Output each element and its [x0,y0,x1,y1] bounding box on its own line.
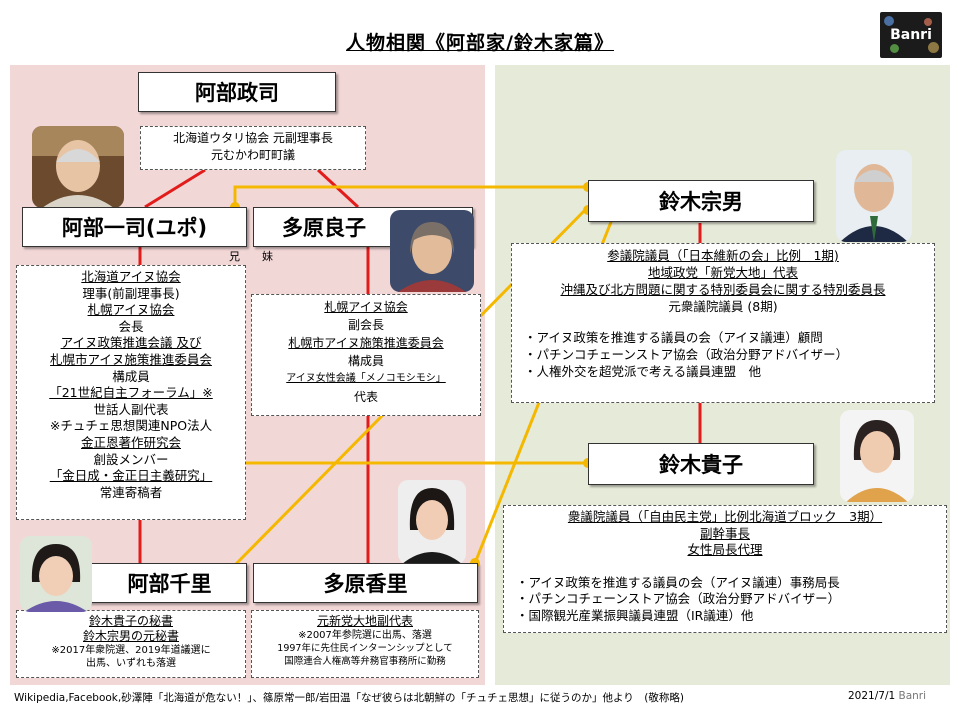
portrait-photo-icon [32,126,124,208]
portrait-photo-icon [20,536,92,612]
suzuki-takako-roles: 衆議院議員（「自由民主党」比例北海道ブロック 3期） 副幹事長 女性局長代理 ・… [503,505,947,633]
person-suzuki-muneo: 鈴木宗男 [588,180,814,222]
role-line: 会長 [118,318,144,334]
role-line: 地域政党「新党大地」代表 [647,265,798,280]
tahara-kaori-photo [398,480,466,564]
person-tahara-kaori: 多原香里 [253,563,478,603]
info-line: 鈴木宗男の元秘書 [82,629,179,643]
portrait-photo-icon [836,150,912,242]
suzuki-muneo-roles: 参議院議員（「日本維新の会」比例 1期) 地域政党「新党大地」代表 沖縄及び北方… [511,243,935,403]
info-line: ※2007年参院選に出馬、落選 [298,630,432,641]
info-line: 出馬、いずれも落選 [86,658,176,669]
abe-chisato-photo [20,536,92,612]
role-line: 沖縄及び北方問題に関する特別委員会に関する特別委員長 [560,282,886,297]
role-line: アイヌ政策推進会議 及び [60,335,202,351]
person-name: 鈴木宗男 [659,190,743,214]
tahara-ryoko-photo [390,210,474,292]
bullet-line: ・国際観光産業振興議員連盟（IR議連）他 [516,607,754,623]
page-title: 人物相関《阿部家/鈴木家篇》 [346,32,614,54]
role-line: 常連寄稿者 [99,484,163,500]
role-line: 構成員 [112,368,150,384]
person-name: 阿部一司(ユポ) [61,216,208,240]
suzuki-takako-photo [840,410,914,502]
portrait-photo-icon [390,210,474,292]
role-line: 副会長 [347,318,384,332]
footer-source: Wikipedia,Facebook,砂澤陣「北海道が危ない！」、篠原常一郎/岩… [14,692,684,704]
logo-text: Banri [890,27,932,43]
tahara-kaori-info: 元新党大地副代表 ※2007年参院選に出馬、落選 1997年に先住民インターンシ… [251,610,479,678]
role-line: 副幹事長 [699,525,750,541]
role-line: 理事(前副理事長) [82,285,180,301]
person-name: 阿部政司 [195,81,279,105]
portrait-photo-icon [398,480,466,564]
sibling-label-younger: 妹 [262,250,273,263]
role-line: ※チュチェ思想関連NPO法人 [49,418,213,434]
role-line: 代表 [353,390,378,404]
info-line: 北海道ウタリ協会 元副理事長 [173,131,333,145]
role-line: 金正恩著作研究会 [80,434,181,450]
bullet-line: ・アイヌ政策を推進する議員の会（アイヌ議連）顧問 [524,330,823,345]
person-suzuki-takako: 鈴木貴子 [588,443,814,485]
info-line: 1997年に先住民インターンシップとして [277,643,453,654]
role-line: 札幌市アイヌ施策推進委員会 [288,336,444,350]
role-line: 創設メンバー [93,451,169,467]
bullet-line: ・パチンコチェーンストア協会（政治分野アドバイザー） [516,591,841,606]
role-line: 札幌市アイヌ施策推進委員会 [50,351,212,367]
info-line: 国際連合人権高等弁務官事務所に勤務 [284,656,446,667]
person-name: 鈴木貴子 [659,453,743,477]
person-abe-kazushi: 阿部一司(ユポ) [22,207,247,247]
footer-date: 2021/7/1 [848,690,896,702]
role-line: 世話人副代表 [93,401,169,417]
role-line: アイヌ女性会議「メノコモシモシ」 [286,373,446,384]
role-line: 「21世紀自主フォーラム」※ [49,385,213,401]
banri-logo: Banri [880,12,942,58]
bullet-line: ・アイヌ政策を推進する議員の会（アイヌ議連）事務局長 [516,574,840,590]
abe-chisato-info: 鈴木貴子の秘書 鈴木宗男の元秘書 ※2017年衆院選、2019年道議選に 出馬、… [16,610,246,678]
footer-author: Banri [898,690,927,702]
abe-masashi-info: 北海道ウタリ協会 元副理事長 元むかわ町町議 [140,126,366,170]
role-line: 衆議院議員（「自由民主党」比例北海道ブロック 3期） [567,509,883,524]
tahara-ryoko-roles: 札幌アイヌ協会 副会長 札幌市アイヌ施策推進委員会 構成員 アイヌ女性会議「メノ… [251,294,481,416]
person-abe-masashi: 阿部政司 [138,72,336,112]
bullet-line: ・人権外交を超党派で考える議員連盟 他 [524,364,762,379]
family-line-masashi-kazushi [144,168,206,209]
relation-kazushi-muneo [233,185,588,207]
role-line: 元衆議院議員 (8期) [668,299,778,314]
suzuki-muneo-photo [836,150,912,242]
role-line: 女性局長代理 [687,542,763,557]
role-line: 北海道アイヌ協会 [81,269,181,284]
role-line: 札幌アイヌ協会 [87,302,175,318]
role-line: 参議院議員（「日本維新の会」比例 1期) [607,248,839,263]
person-name: 多原良子 [282,216,366,240]
abe-kazushi-roles: 北海道アイヌ協会 理事(前副理事長) 札幌アイヌ協会 会長 アイヌ政策推進会議 … [16,265,246,520]
role-line: 構成員 [347,354,384,368]
info-line: ※2017年衆院選、2019年道議選に [51,645,211,656]
role-line: 「金日成・金正日主義研究」 [49,468,213,484]
bullet-line: ・パチンコチェーンストア協会（政治分野アドバイザー） [524,347,849,362]
person-name: 阿部千里 [127,572,212,596]
info-line: 鈴木貴子の秘書 [88,614,173,628]
sibling-label-older: 兄 [229,250,240,263]
abe-kazushi-photo [32,126,124,208]
footer-date-author: 2021/7/1 Banri [848,690,926,702]
info-line: 元新党大地副代表 [316,614,413,628]
portrait-photo-icon [840,410,914,502]
person-name: 多原香里 [323,572,408,596]
info-line: 元むかわ町町議 [210,148,295,162]
role-line: 札幌アイヌ協会 [324,300,408,314]
